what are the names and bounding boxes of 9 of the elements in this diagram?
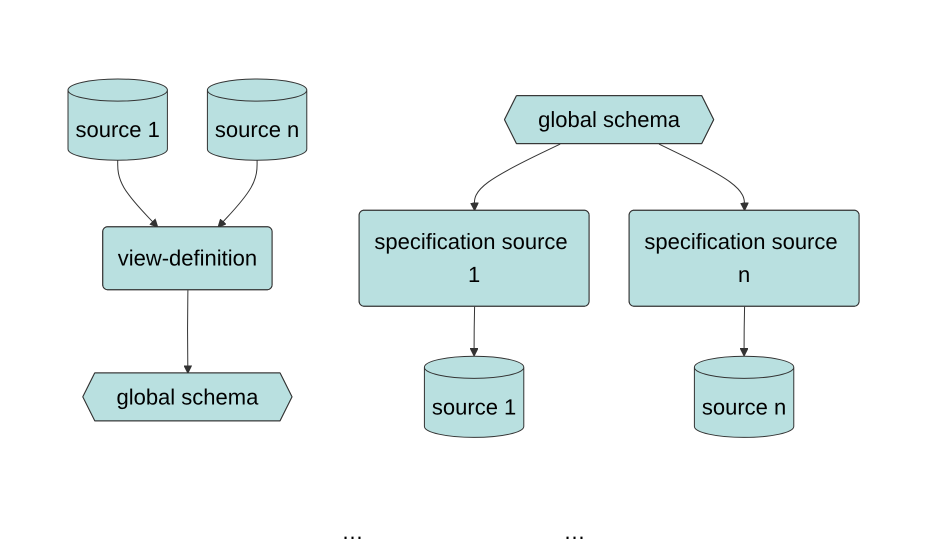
ellipsis-text: … (342, 519, 364, 545)
arrow (658, 144, 749, 212)
arrow (470, 144, 561, 212)
arrow (117, 160, 158, 228)
arrow (183, 290, 192, 374)
arrow (470, 306, 478, 357)
arrow (218, 160, 258, 228)
arrow (740, 306, 748, 357)
ellipsis-text: … (564, 519, 586, 545)
